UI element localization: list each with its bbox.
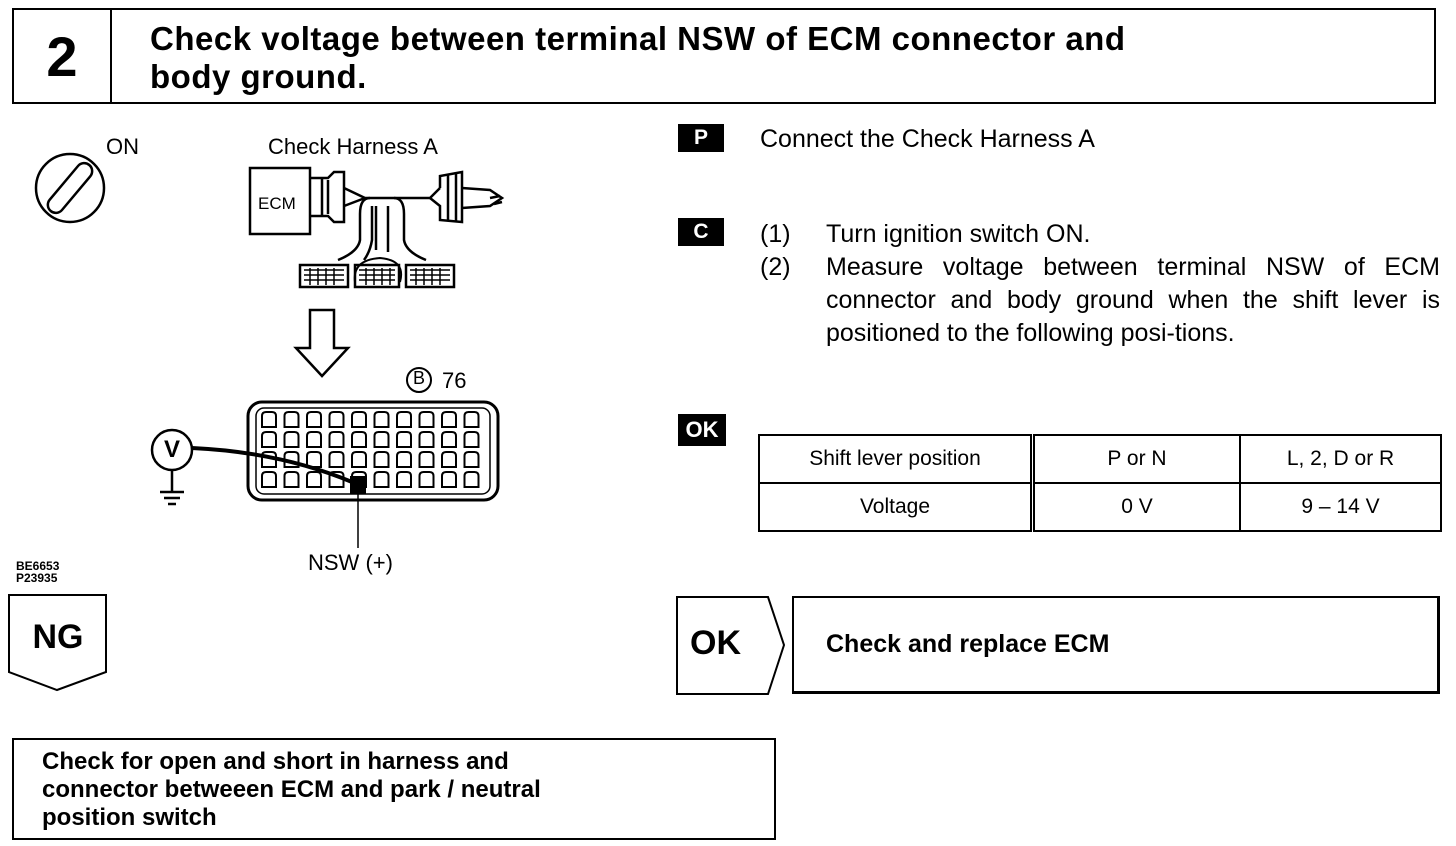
connector-pin	[441, 451, 457, 468]
connector-letter: B	[412, 368, 425, 388]
connector-pin	[283, 471, 300, 488]
step-header: 2 Check voltage between terminal NSW of …	[12, 8, 1436, 104]
connector-pin	[306, 411, 322, 428]
connector-pin	[283, 431, 300, 448]
check-steps: (1) Turn ignition switch ON. (2) Measure…	[760, 218, 1440, 350]
step-2-text: Measure voltage between terminal NSW of …	[826, 253, 1440, 347]
voltmeter-label: V	[163, 436, 180, 463]
ok-tag: OK	[678, 414, 726, 446]
connector-pin	[441, 471, 457, 488]
connector-pin	[328, 431, 345, 448]
connector-pin	[463, 431, 480, 448]
connector-pin	[351, 431, 367, 448]
step-title: Check voltage between terminal NSW of EC…	[150, 20, 1420, 96]
connector-pin	[396, 451, 412, 468]
step-2-num: (2)	[760, 253, 791, 281]
connector-pin	[463, 411, 480, 428]
ecm-box-icon	[248, 166, 312, 236]
ng-action-box: Check for open and short in harness and …	[12, 738, 776, 840]
table-header-row: Shift lever position P or N L, 2, D or R	[758, 434, 1442, 484]
connector-pin	[396, 411, 412, 428]
connector-pin	[351, 451, 367, 468]
ok-result-box: Check and replace ECM	[792, 596, 1440, 694]
connector-pin	[283, 411, 300, 428]
connector-pin	[373, 431, 390, 448]
step-title-line1: Check voltage between terminal NSW of EC…	[150, 20, 1126, 57]
ng-result-arrow	[8, 594, 107, 692]
wiring-diagram: ON Check Harness A ECM B 76 V NSW (+) BE…	[0, 110, 650, 590]
connector-pin	[328, 451, 345, 468]
connector-pin	[463, 451, 480, 468]
connector-pin	[396, 431, 412, 448]
connector-pin	[306, 471, 322, 488]
prepare-tag: P	[678, 124, 724, 152]
connector-pin	[306, 451, 322, 468]
ok-result-arrow	[676, 596, 786, 695]
ng-action-line2: connector betweeen ECM and park / neutra…	[42, 776, 541, 803]
table-cell: Shift lever position	[758, 434, 1035, 484]
connector-pin	[328, 411, 345, 428]
step-2: (2) Measure voltage between terminal NSW…	[760, 251, 1440, 350]
down-arrow-icon	[293, 308, 351, 378]
table-cell: 9 – 14 V	[1239, 482, 1442, 532]
ecm-label: ECM	[258, 194, 296, 213]
table-row: Voltage 0 V 9 – 14 V	[758, 482, 1442, 532]
spec-table: Shift lever position P or N L, 2, D or R…	[758, 434, 1442, 532]
connector-pin	[373, 451, 390, 468]
nsw-terminal-label: NSW (+)	[308, 550, 393, 575]
step-1: (1) Turn ignition switch ON.	[760, 218, 1440, 251]
table-cell: L, 2, D or R	[1239, 434, 1442, 484]
ignition-on-label: ON	[106, 134, 139, 159]
check-harness-icon	[310, 170, 505, 262]
step-number: 2	[14, 10, 112, 102]
connector-pin	[261, 411, 277, 428]
step-title-line2: body ground.	[150, 58, 367, 95]
check-tag: C	[678, 218, 724, 246]
connector-pin	[306, 431, 322, 448]
connector-number: 76	[442, 368, 467, 393]
diagram-graphics	[34, 152, 505, 548]
connector-pin	[441, 411, 457, 428]
table-cell: P or N	[1031, 434, 1241, 484]
ok-result-label: OK	[690, 624, 741, 662]
harness-connectors-icon	[298, 256, 456, 289]
table-cell: Voltage	[758, 482, 1035, 532]
connector-pin	[373, 411, 390, 428]
connector-pin	[351, 411, 367, 428]
connector-pin	[351, 471, 367, 488]
connector-pin	[261, 431, 277, 448]
connector-pin	[418, 431, 435, 448]
ng-action-line1: Check for open and short in harness and	[42, 748, 509, 775]
ignition-switch-icon	[34, 152, 106, 224]
voltmeter-icon	[150, 428, 359, 548]
table-cell: 0 V	[1031, 482, 1241, 532]
connector-pin	[418, 411, 435, 428]
connector-pin	[396, 471, 412, 488]
connector-pin	[441, 431, 457, 448]
connector-pin	[418, 471, 435, 488]
ng-action-line3: position switch	[42, 804, 217, 831]
figure-code-2: P23935	[16, 571, 58, 585]
ng-result-label: NG	[32, 618, 84, 656]
harness-label: Check Harness A	[268, 134, 438, 159]
step-1-num: (1)	[760, 220, 791, 248]
step-1-text: Turn ignition switch ON.	[826, 220, 1091, 248]
connector-b-icon	[246, 367, 500, 502]
prepare-text: Connect the Check Harness A	[760, 125, 1095, 153]
connector-pin	[463, 471, 480, 488]
connector-pin	[418, 451, 435, 468]
connector-pin	[283, 451, 300, 468]
connector-pin	[261, 471, 277, 488]
figure-code-1: BE6653	[16, 559, 60, 573]
connector-pin	[373, 471, 390, 488]
